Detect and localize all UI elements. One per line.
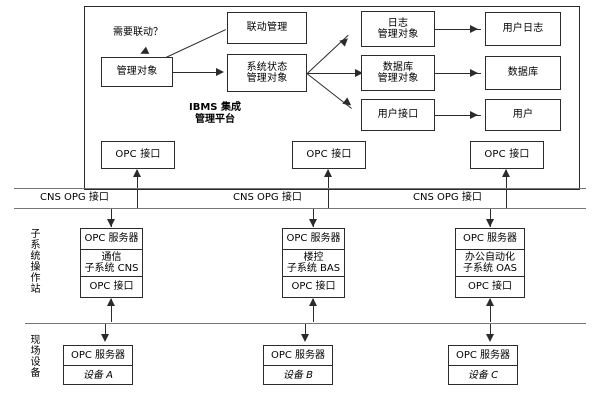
bus-rule-bottom bbox=[14, 208, 586, 209]
subsystem-oas-interface: OPC 接口 bbox=[456, 276, 524, 297]
platform-caption-line2: 管理平台 bbox=[195, 113, 235, 125]
device-b-server: OPC 服务器 bbox=[270, 349, 326, 361]
node-user[interactable]: 用户 bbox=[485, 99, 561, 131]
node-db-object-line2: 管理对象 bbox=[377, 73, 419, 84]
node-log-object-line1: 日志 bbox=[387, 17, 409, 29]
connector-bus-to-platform-opc-2 bbox=[328, 170, 329, 208]
arrowhead-bus-to-subsystem-1 bbox=[107, 219, 115, 227]
device-a[interactable]: OPC 服务器 设备 A bbox=[63, 345, 133, 385]
subsystem-cns[interactable]: OPC 服务器 通信 子系统 CNS OPC 接口 bbox=[80, 228, 143, 298]
subsystem-cns-interface: OPC 接口 bbox=[81, 276, 142, 297]
bus-label-cns-1: CNS OPG 接口 bbox=[40, 192, 109, 203]
node-database-management-object[interactable]: 数据库 管理对象 bbox=[361, 55, 435, 91]
connector-bus-to-subsystem-3 bbox=[490, 209, 491, 227]
node-db-object-line1: 数据库 bbox=[382, 61, 414, 73]
connector-field-bus-to-device-1 bbox=[105, 324, 106, 340]
subsystem-cns-name-line2: 子系统 CNS bbox=[84, 263, 139, 274]
arrowhead-lower-bus-to-subsystem-1 bbox=[107, 298, 115, 306]
node-system-state-line2: 管理对象 bbox=[246, 73, 288, 84]
arrowhead-managed-to-system-state bbox=[216, 68, 224, 76]
node-database[interactable]: 数据库 bbox=[485, 56, 561, 90]
node-log-management-object[interactable]: 日志 管理对象 bbox=[361, 11, 435, 47]
tier-label-subsystem: 子系统操作站 bbox=[28, 228, 39, 294]
edge-log-object-to-user-log bbox=[435, 29, 481, 30]
arrowhead-db-object-to-database bbox=[470, 69, 478, 77]
device-c[interactable]: OPC 服务器 设备 C bbox=[448, 345, 518, 385]
arrowhead-lower-bus-to-subsystem-2 bbox=[309, 298, 317, 306]
edge-managed-to-system-state bbox=[173, 72, 217, 73]
arrowhead-log-object-to-user-log bbox=[470, 25, 478, 33]
node-system-state-line1: 系统状态 bbox=[246, 61, 288, 73]
arrowhead-bus-to-subsystem-2 bbox=[309, 219, 317, 227]
bus-label-cns-3: CNS OPG 接口 bbox=[413, 192, 482, 203]
arrowhead-bus-to-subsystem-3 bbox=[486, 219, 494, 227]
platform-caption-line1: IBMS 集成 bbox=[189, 102, 241, 113]
node-user-log[interactable]: 用户日志 bbox=[485, 12, 561, 46]
tier-label-field: 现场设备 bbox=[28, 334, 39, 378]
edge-db-object-to-database bbox=[435, 73, 481, 74]
platform-opc-interface-1[interactable]: OPC 接口 bbox=[101, 141, 175, 169]
arrowhead-bus-to-platform-opc-2 bbox=[324, 169, 332, 177]
bus-label-cns-2: CNS OPG 接口 bbox=[233, 192, 302, 203]
connector-lower-bus-to-subsystem-3 bbox=[490, 299, 491, 322]
edge-user-interface-to-user bbox=[435, 115, 481, 116]
connector-lower-bus-to-subsystem-1 bbox=[111, 299, 112, 322]
arrowhead-bus-to-platform-opc-1 bbox=[133, 169, 141, 177]
device-b-name: 设备 B bbox=[264, 365, 332, 386]
subsystem-bas-name: 楼控 子系统 BAS bbox=[283, 249, 344, 276]
node-linkage-management[interactable]: 联动管理 bbox=[227, 12, 307, 44]
arrowhead-field-bus-to-device-2 bbox=[301, 334, 309, 342]
node-managed-object[interactable]: 管理对象 bbox=[101, 57, 173, 87]
device-a-server: OPC 服务器 bbox=[70, 349, 126, 361]
subsystem-oas-name-line1: 办公自动化 bbox=[465, 251, 515, 263]
connector-bus-to-platform-opc-3 bbox=[506, 170, 507, 208]
subsystem-bas-server: OPC 服务器 bbox=[286, 233, 341, 245]
platform-caption: IBMS 集成 管理平台 bbox=[160, 102, 270, 125]
subsystem-bas-name-line2: 子系统 BAS bbox=[286, 263, 341, 274]
connector-bus-to-subsystem-1 bbox=[111, 209, 112, 227]
node-user-interface[interactable]: 用户接口 bbox=[361, 99, 435, 131]
device-c-server: OPC 服务器 bbox=[455, 349, 511, 361]
node-system-state-object[interactable]: 系统状态 管理对象 bbox=[227, 54, 307, 92]
node-log-object-line2: 管理对象 bbox=[377, 29, 419, 40]
edge-system-state-to-db-object bbox=[307, 73, 357, 74]
field-bus-rule bbox=[25, 323, 586, 324]
subsystem-cns-name: 通信 子系统 CNS bbox=[81, 249, 142, 276]
subsystem-bas-name-line1: 楼控 bbox=[303, 251, 324, 263]
platform-opc-interface-3[interactable]: OPC 接口 bbox=[470, 141, 544, 169]
device-c-name: 设备 C bbox=[449, 365, 517, 386]
linkage-question-label: 需要联动？ bbox=[113, 27, 163, 38]
subsystem-bas-interface: OPC 接口 bbox=[283, 276, 344, 297]
device-b[interactable]: OPC 服务器 设备 B bbox=[263, 345, 333, 385]
subsystem-oas-server: OPC 服务器 bbox=[462, 233, 518, 245]
arrowhead-system-state-to-db-object bbox=[355, 69, 363, 77]
connector-lower-bus-to-subsystem-2 bbox=[313, 299, 314, 322]
arrowhead-lower-bus-to-subsystem-3 bbox=[486, 298, 494, 306]
subsystem-oas-name-line2: 子系统 OAS bbox=[462, 263, 518, 274]
bus-rule-top bbox=[14, 188, 586, 189]
arrowhead-bus-to-platform-opc-3 bbox=[502, 169, 510, 177]
platform-opc-interface-2[interactable]: OPC 接口 bbox=[292, 141, 366, 169]
arrowhead-field-bus-to-device-1 bbox=[101, 334, 109, 342]
subsystem-bas[interactable]: OPC 服务器 楼控 子系统 BAS OPC 接口 bbox=[282, 228, 345, 298]
connector-bus-to-subsystem-2 bbox=[313, 209, 314, 227]
connector-field-bus-to-device-2 bbox=[305, 324, 306, 340]
connector-field-bus-to-device-3 bbox=[490, 324, 491, 340]
device-a-name: 设备 A bbox=[64, 365, 132, 386]
subsystem-cns-server: OPC 服务器 bbox=[84, 233, 139, 245]
subsystem-oas-name: 办公自动化 子系统 OAS bbox=[456, 249, 524, 276]
arrowhead-field-bus-to-device-3 bbox=[486, 334, 494, 342]
subsystem-oas[interactable]: OPC 服务器 办公自动化 子系统 OAS OPC 接口 bbox=[455, 228, 525, 298]
arrowhead-user-interface-to-user bbox=[470, 111, 478, 119]
connector-bus-to-platform-opc-1 bbox=[137, 170, 138, 208]
subsystem-cns-name-line1: 通信 bbox=[101, 251, 122, 263]
